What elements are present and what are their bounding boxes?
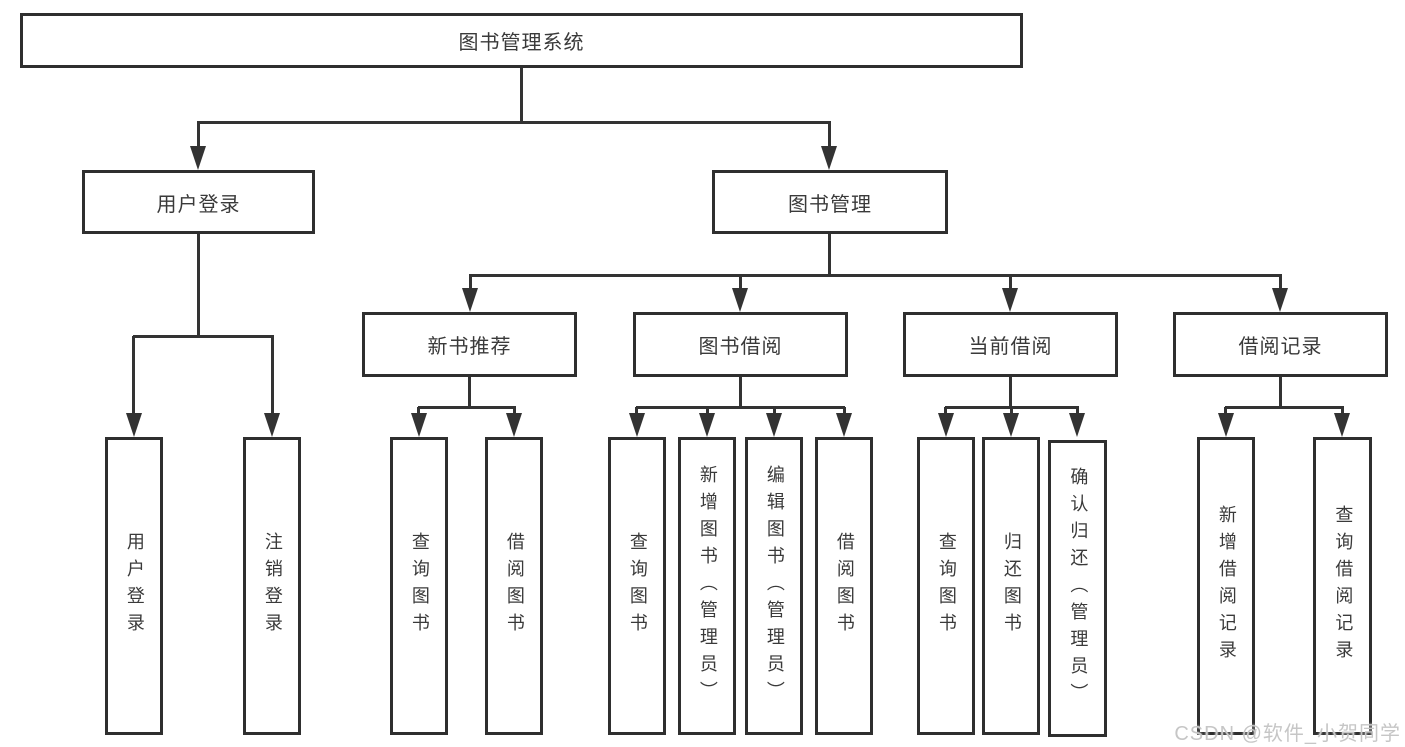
leaf-borrow-books-b: 借阅图书 [815,437,873,735]
arrow-to-leaf-borrow-books-b [836,413,852,437]
connector-new-book-shaft [469,275,472,289]
leaf-query-books-c: 查询图书 [917,437,975,735]
node-borrowing-records-label: 借阅记录 [1238,336,1323,358]
leaf-add-book-admin: 新增图书（管理员） [678,437,736,735]
node-borrowing-records: 借阅记录 [1173,312,1388,377]
connector-new-book-stem [468,377,471,408]
connector-book-mgmt-stem [828,234,831,276]
leaf-query-books-b-label: 查询图书 [627,532,648,640]
arrow-to-book-management [821,146,837,170]
connector-borrow-records-shaft [1279,275,1282,289]
connector-shaft [944,407,947,415]
arrow-to-leaf-confirm-return [1069,413,1085,437]
arrow-to-borrow-records [1272,288,1288,312]
arrow-to-book-borrow [732,288,748,312]
arrow-to-leaf-login [126,413,142,437]
connector-book-borrow-stem [739,377,742,408]
leaf-query-books-c-label: 查询图书 [936,532,957,640]
arrow-to-leaf-edit-book [766,413,782,437]
connector-shaft [513,407,516,415]
leaf-borrow-books-a-label: 借阅图书 [504,532,525,640]
leaf-logout: 注销登录 [243,437,301,735]
connector-user-login-stem [197,234,200,337]
connector-shaft [706,407,709,415]
leaf-confirm-return-admin: 确认归还（管理员） [1048,440,1107,737]
leaf-edit-book-admin: 编辑图书（管理员） [745,437,803,735]
arrow-to-leaf-borrow-books-a [506,413,522,437]
node-book-borrowing: 图书借阅 [633,312,848,377]
leaf-add-borrow-record-label: 新增借阅记录 [1216,505,1237,667]
leaf-add-borrow-record: 新增借阅记录 [1197,437,1255,735]
connector-current-borrow-stem [1009,377,1012,408]
leaf-return-books: 归还图书 [982,437,1040,735]
node-new-book-recommend: 新书推荐 [362,312,577,377]
arrow-to-leaf-query-books-b [629,413,645,437]
connector-level3-rail [469,274,1282,277]
arrow-to-leaf-return-books [1003,413,1019,437]
leaf-user-login: 用户登录 [105,437,163,735]
node-book-management: 图书管理 [712,170,948,234]
node-user-login-label: 用户登录 [156,193,241,216]
leaf-query-books-b: 查询图书 [608,437,666,735]
arrow-to-leaf-logout [264,413,280,437]
node-user-login: 用户登录 [82,170,315,234]
node-current-borrowing: 当前借阅 [903,312,1118,377]
leaf-edit-book-admin-label: 编辑图书（管理员） [764,464,785,708]
arrow-to-current-borrow [1002,288,1018,312]
arrow-to-leaf-query-record [1334,413,1350,437]
node-new-book-recommend-label: 新书推荐 [427,336,512,358]
leaf-logout-label: 注销登录 [262,532,283,640]
connector-user-login-shaft [197,122,200,148]
connector-borrow-records-stem [1279,377,1282,408]
arrow-to-leaf-add-book [699,413,715,437]
connector-leaf-login-shaft [132,336,135,413]
csdn-watermark: CSDN @软件_小贺同学 [1174,723,1401,745]
connector-borrow-records-rail [1225,406,1344,409]
leaf-borrow-books-a: 借阅图书 [485,437,543,735]
connector-level2-rail [197,121,831,124]
connector-root-stem [520,68,523,123]
connector-book-mgmt-shaft [828,122,831,148]
leaf-confirm-return-admin-label: 确认归还（管理员） [1068,467,1089,710]
arrow-to-leaf-query-books-c [938,413,954,437]
connector-book-borrow-rail [636,406,845,409]
leaf-query-borrow-record-label: 查询借阅记录 [1333,505,1354,667]
connector-shaft [843,407,846,415]
connector-user-login-rail [133,335,274,338]
node-library-system: 图书管理系统 [20,13,1023,68]
leaf-add-book-admin-label: 新增图书（管理员） [697,464,718,708]
node-current-borrowing-label: 当前借阅 [968,336,1053,358]
arrow-to-leaf-add-record [1218,413,1234,437]
arrow-to-user-login [190,146,206,170]
arrow-to-leaf-query-books-a [411,413,427,437]
node-book-borrowing-label: 图书借阅 [698,336,783,358]
connector-shaft [1341,407,1344,415]
node-book-management-label: 图书管理 [788,193,872,216]
connector-shaft [773,407,776,415]
connector-shaft [1076,407,1079,415]
connector-shaft [1224,407,1227,415]
leaf-query-borrow-record: 查询借阅记录 [1313,437,1372,735]
connector-shaft [1010,407,1013,415]
leaf-return-books-label: 归还图书 [1001,532,1022,640]
connector-new-book-rail [418,406,516,409]
connector-leaf-logout-shaft [271,336,274,413]
connector-book-borrow-shaft [739,275,742,289]
leaf-borrow-books-b-label: 借阅图书 [834,532,855,640]
node-library-system-label: 图书管理系统 [458,32,585,54]
leaf-query-books-a-label: 查询图书 [409,532,430,640]
connector-shaft [635,407,638,415]
connector-shaft [417,407,420,415]
leaf-user-login-label: 用户登录 [124,532,145,640]
leaf-query-books-a: 查询图书 [390,437,448,735]
arrow-to-new-book [462,288,478,312]
connector-current-borrow-shaft [1009,275,1012,289]
